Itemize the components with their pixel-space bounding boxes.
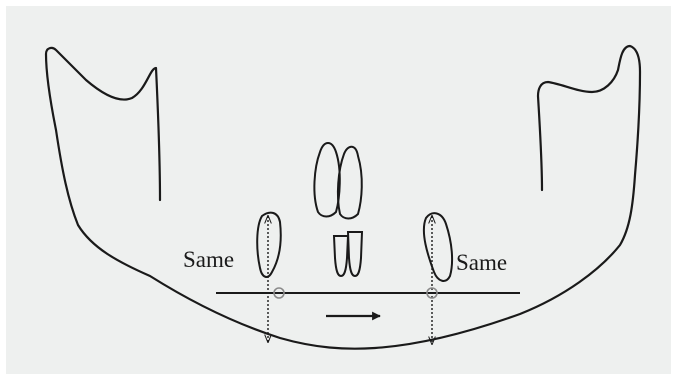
- left-tooth: [257, 213, 281, 277]
- lower-tooth-right: [348, 232, 362, 276]
- front-tooth-left: [314, 143, 339, 217]
- mandible-outline: [46, 46, 640, 349]
- front-tooth-right: [338, 147, 362, 219]
- right-tooth: [424, 213, 452, 281]
- right-same-label: Same: [456, 250, 507, 275]
- left-same-label: Same: [183, 247, 234, 272]
- lower-tooth-left: [334, 236, 348, 276]
